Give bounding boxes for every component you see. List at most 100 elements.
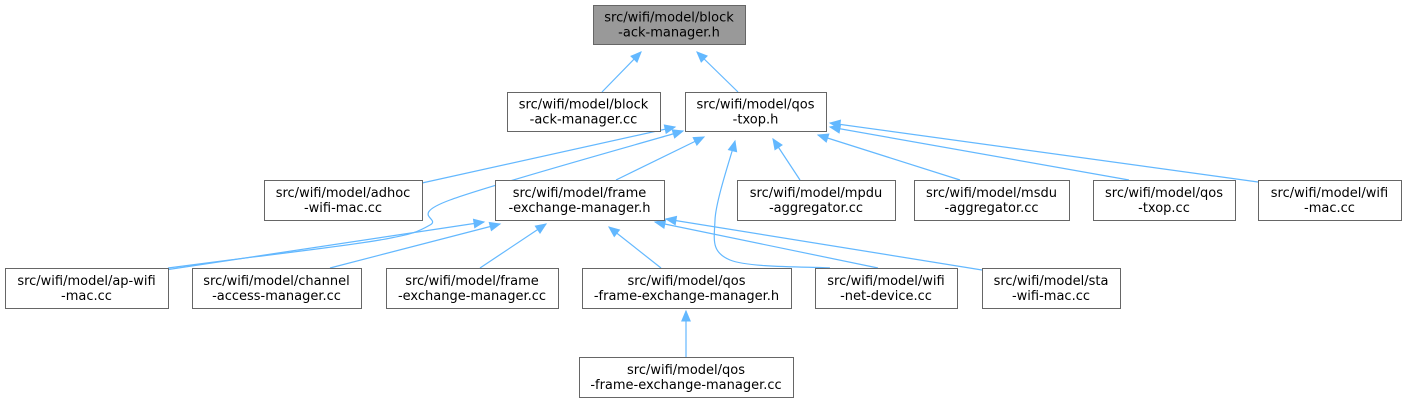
edge-n9-to-n4 [164, 218, 486, 271]
node-label-line: src/wifi/model/frame [405, 274, 539, 289]
node-n2[interactable]: src/wifi/model/qos-txop.h [685, 92, 827, 132]
edge-line [164, 221, 485, 271]
arrowhead [472, 218, 486, 229]
node-box [495, 180, 665, 221]
node-label-line: -mac.cc [1304, 201, 1355, 216]
node-label-line: -ack-manager.h [618, 26, 720, 41]
node-n11[interactable]: src/wifi/model/frame-exchange-manager.cc [386, 268, 559, 309]
node-n1[interactable]: src/wifi/model/block-ack-manager.cc [507, 92, 661, 132]
edge-n7-to-n2 [828, 123, 1130, 181]
node-label-line: -access-manager.cc [212, 289, 341, 304]
node-label-line: src/wifi/model/qos [1105, 186, 1223, 201]
node-label-line: -mac.cc [61, 289, 112, 304]
arrowhead [664, 215, 678, 226]
node-label-line: -wifi-mac.cc [304, 201, 382, 216]
node-n10[interactable]: src/wifi/model/channel-access-manager.cc [192, 268, 362, 309]
edge-n6-to-n2 [816, 133, 961, 181]
node-label-line: -aggregator.cc [769, 201, 863, 216]
edge-n1-to-n0 [601, 51, 642, 93]
node-n12[interactable]: src/wifi/model/qos-frame-exchange-manage… [582, 268, 792, 309]
node-n0[interactable]: src/wifi/model/block-ack-manager.h [593, 5, 746, 45]
node-n15[interactable]: src/wifi/model/qos-frame-exchange-manage… [579, 357, 794, 398]
root-node-box [593, 5, 746, 45]
node-box [192, 268, 362, 309]
arrowhead [607, 226, 621, 238]
edge-line [421, 126, 676, 184]
edge-n14-to-n4 [664, 215, 983, 271]
node-box [914, 180, 1070, 221]
arrowhead [816, 133, 830, 143]
node-label-line: -exchange-manager.h [508, 201, 650, 216]
edge-n8-to-n2 [828, 119, 1259, 183]
arrowhead [727, 139, 738, 153]
edge-line [329, 223, 501, 269]
node-box [1093, 180, 1236, 221]
arrowhead [671, 129, 685, 139]
node-label-line: src/wifi/model/msdu [926, 186, 1057, 201]
arrowhead [630, 51, 642, 63]
node-n14[interactable]: src/wifi/model/sta-wifi-mac.cc [982, 268, 1121, 309]
node-box [982, 268, 1121, 309]
arrowhead [828, 119, 842, 130]
node-box [685, 92, 827, 132]
node-box [579, 357, 794, 398]
node-n3[interactable]: src/wifi/model/adhoc-wifi-mac.cc [264, 180, 423, 221]
arrowhead [692, 136, 706, 147]
node-n6[interactable]: src/wifi/model/msdu-aggregator.cc [914, 180, 1070, 221]
node-label-line: src/wifi/model/block [519, 98, 649, 113]
node-label-line: src/wifi/model/adhoc [276, 186, 411, 201]
edge-n2-to-n0 [696, 51, 739, 93]
node-box [737, 180, 896, 221]
arrowhead [488, 221, 502, 232]
edge-n13-to-n4 [653, 219, 879, 269]
edge-n4-to-n2 [615, 136, 706, 181]
node-n8[interactable]: src/wifi/model/wifi-mac.cc [1258, 180, 1402, 221]
edge-n11-to-n4 [479, 223, 548, 269]
node-label-line: src/wifi/model/wifi [1271, 186, 1388, 201]
node-label-line: -aggregator.cc [944, 201, 1038, 216]
node-label-line: src/wifi/model/ap-wifi [17, 274, 155, 289]
node-label-line: -wifi-mac.cc [1012, 289, 1090, 304]
edge-line [479, 223, 547, 269]
node-n7[interactable]: src/wifi/model/qos-txop.cc [1093, 180, 1236, 221]
edge-line [829, 122, 1259, 183]
node-n5[interactable]: src/wifi/model/mpdu-aggregator.cc [737, 180, 896, 221]
node-label-line: src/wifi/model/sta [994, 274, 1109, 289]
node-label-line: -txop.h [733, 113, 779, 128]
node-box [5, 268, 169, 309]
edge-n12-to-n4 [607, 226, 662, 269]
node-box [582, 268, 792, 309]
arrowhead [653, 219, 667, 229]
node-label-line: -txop.cc [1138, 201, 1190, 216]
node-label-line: src/wifi/model/block [604, 11, 734, 26]
node-label-line: src/wifi/model/qos [627, 274, 745, 289]
edge-n13-to-n2 [713, 139, 831, 269]
edge-n5-to-n2 [772, 137, 801, 181]
node-box [507, 92, 661, 132]
edge-line [665, 218, 983, 271]
edge-line [654, 221, 879, 269]
node-label-line: -ack-manager.cc [530, 113, 638, 128]
node-label-line: src/wifi/model/qos [696, 98, 814, 113]
edge-line [817, 134, 961, 181]
node-label-line: -exchange-manager.cc [398, 289, 546, 304]
node-label-line: src/wifi/model/channel [203, 274, 349, 289]
edge-n15-to-n12 [681, 309, 691, 357]
arrowhead [663, 124, 677, 135]
edge-line [829, 126, 1130, 181]
node-n4[interactable]: src/wifi/model/frame-exchange-manager.h [495, 180, 665, 221]
edge-line [608, 226, 662, 269]
arrowhead [772, 137, 783, 151]
nodes-layer: src/wifi/model/block-ack-manager.hsrc/wi… [5, 5, 1402, 398]
node-n9[interactable]: src/wifi/model/ap-wifi-mac.cc [5, 268, 169, 309]
node-label-line: -frame-exchange-manager.cc [590, 378, 781, 393]
node-box [386, 268, 559, 309]
arrowhead [681, 309, 691, 322]
edge-line [713, 140, 831, 269]
arrowhead [534, 223, 548, 234]
node-label-line: -net-device.cc [840, 289, 932, 304]
node-n13[interactable]: src/wifi/model/wifi-net-device.cc [815, 268, 958, 309]
edge-n10-to-n4 [329, 221, 502, 269]
edge-n3-to-n2 [421, 124, 677, 184]
